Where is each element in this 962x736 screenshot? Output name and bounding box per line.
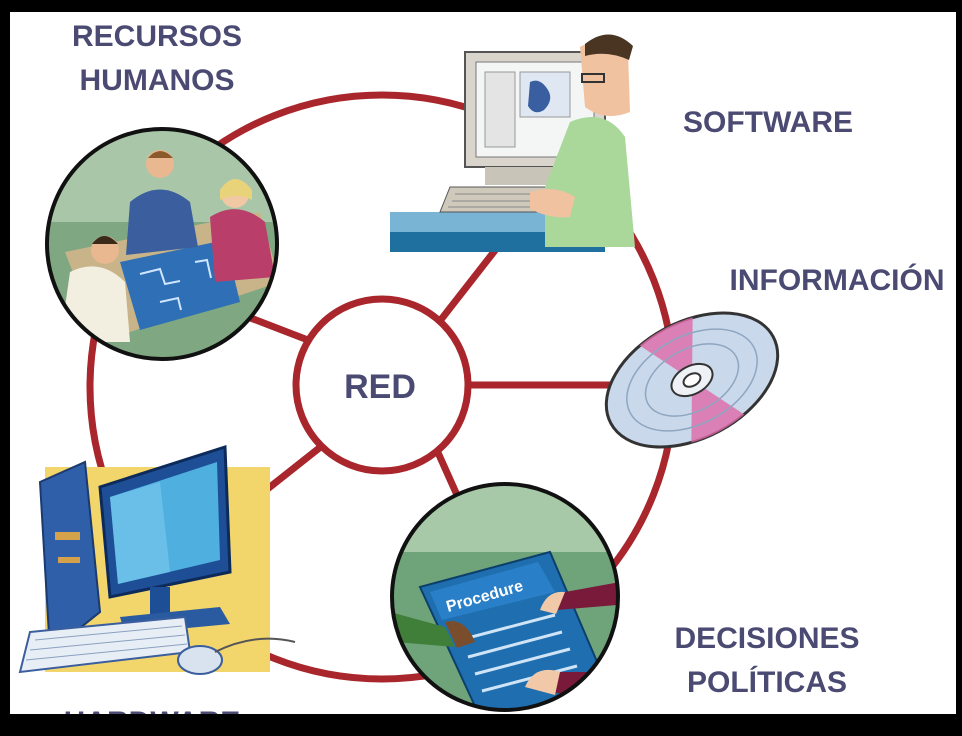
node-labels: RECURSOS HUMANOS SOFTWARE INFORMACIÓN DE… <box>64 20 945 714</box>
label-software: SOFTWARE <box>683 106 853 139</box>
label-hardware: HARDWARE <box>64 706 241 714</box>
cd-disc-icon <box>604 311 780 449</box>
diagram-canvas: RED <box>10 12 956 714</box>
center-label: RED <box>344 368 416 406</box>
meeting-people-icon <box>45 127 279 361</box>
person-at-computer-icon <box>390 34 635 252</box>
label-recursos-line2: HUMANOS <box>80 64 235 97</box>
label-decisiones-line2: POLÍTICAS <box>687 665 847 699</box>
label-decisiones-line1: DECISIONES <box>674 622 859 655</box>
center-node: RED <box>292 295 472 475</box>
network-diagram: RED <box>18 20 945 714</box>
desktop-computer-icon <box>18 444 296 675</box>
spoke-software <box>432 240 504 330</box>
label-recursos-line1: RECURSOS <box>72 20 242 53</box>
label-informacion: INFORMACIÓN <box>730 263 945 297</box>
